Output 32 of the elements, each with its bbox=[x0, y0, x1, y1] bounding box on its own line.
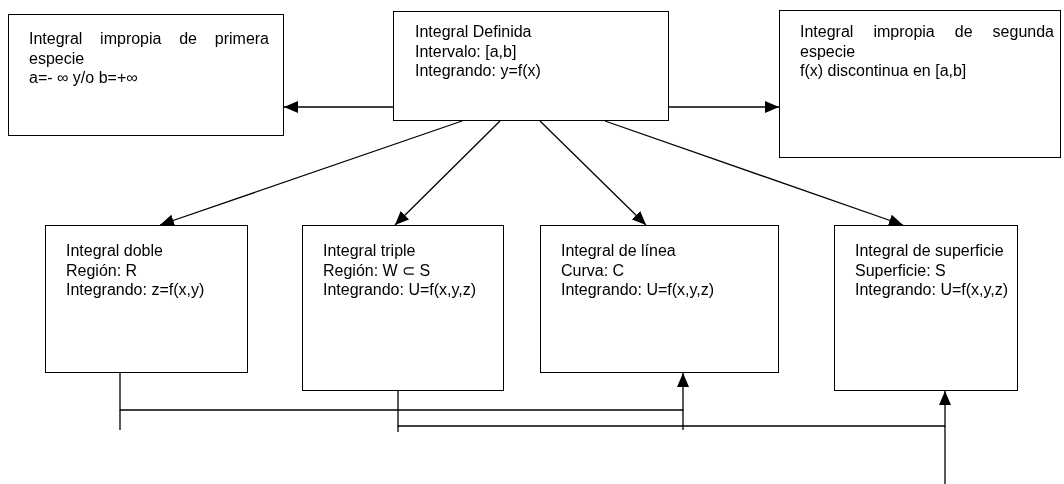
text-box bbox=[393, 11, 669, 121]
box-text: Integral Definida bbox=[415, 22, 533, 42]
text-box bbox=[45, 225, 248, 373]
text-box bbox=[540, 225, 779, 373]
box-text: Integrando: U=f(x,y,z) bbox=[855, 280, 1010, 300]
box-text: Integral de línea bbox=[561, 241, 677, 261]
box-text: Integrando: U=f(x,y,z) bbox=[561, 280, 716, 300]
arrow bbox=[668, 101, 780, 113]
box-text: Región: W ⊂ S bbox=[323, 260, 432, 280]
arrow bbox=[159, 120, 463, 227]
box-text: Integrando: y=f(x) bbox=[415, 61, 542, 81]
arrow bbox=[283, 101, 394, 113]
box-text: Superficie: S bbox=[855, 260, 947, 280]
box-text: Integrando: z=f(x,y) bbox=[66, 280, 206, 300]
text-box bbox=[834, 225, 1018, 391]
text-box bbox=[302, 225, 504, 391]
box-text: f(x) discontinua en [a,b] bbox=[800, 61, 968, 81]
box-text: Curva: C bbox=[561, 260, 626, 280]
box-text: a=- ∞ y/o b=+∞ bbox=[29, 68, 139, 88]
text-box bbox=[779, 10, 1061, 158]
box-text: Integrando: U=f(x,y,z) bbox=[323, 280, 478, 300]
box-text: Intervalo: [a,b] bbox=[415, 41, 518, 61]
arrow bbox=[604, 120, 904, 227]
box-text: Integral triple bbox=[323, 241, 417, 261]
box-text: Integral de superficie bbox=[855, 241, 1005, 261]
box-text: Integral doble bbox=[66, 241, 164, 261]
arrow bbox=[394, 120, 501, 226]
arrow bbox=[397, 390, 951, 427]
arrow bbox=[539, 120, 647, 226]
arrow bbox=[119, 372, 689, 411]
box-text: Región: R bbox=[66, 260, 139, 280]
text-box bbox=[8, 14, 284, 136]
